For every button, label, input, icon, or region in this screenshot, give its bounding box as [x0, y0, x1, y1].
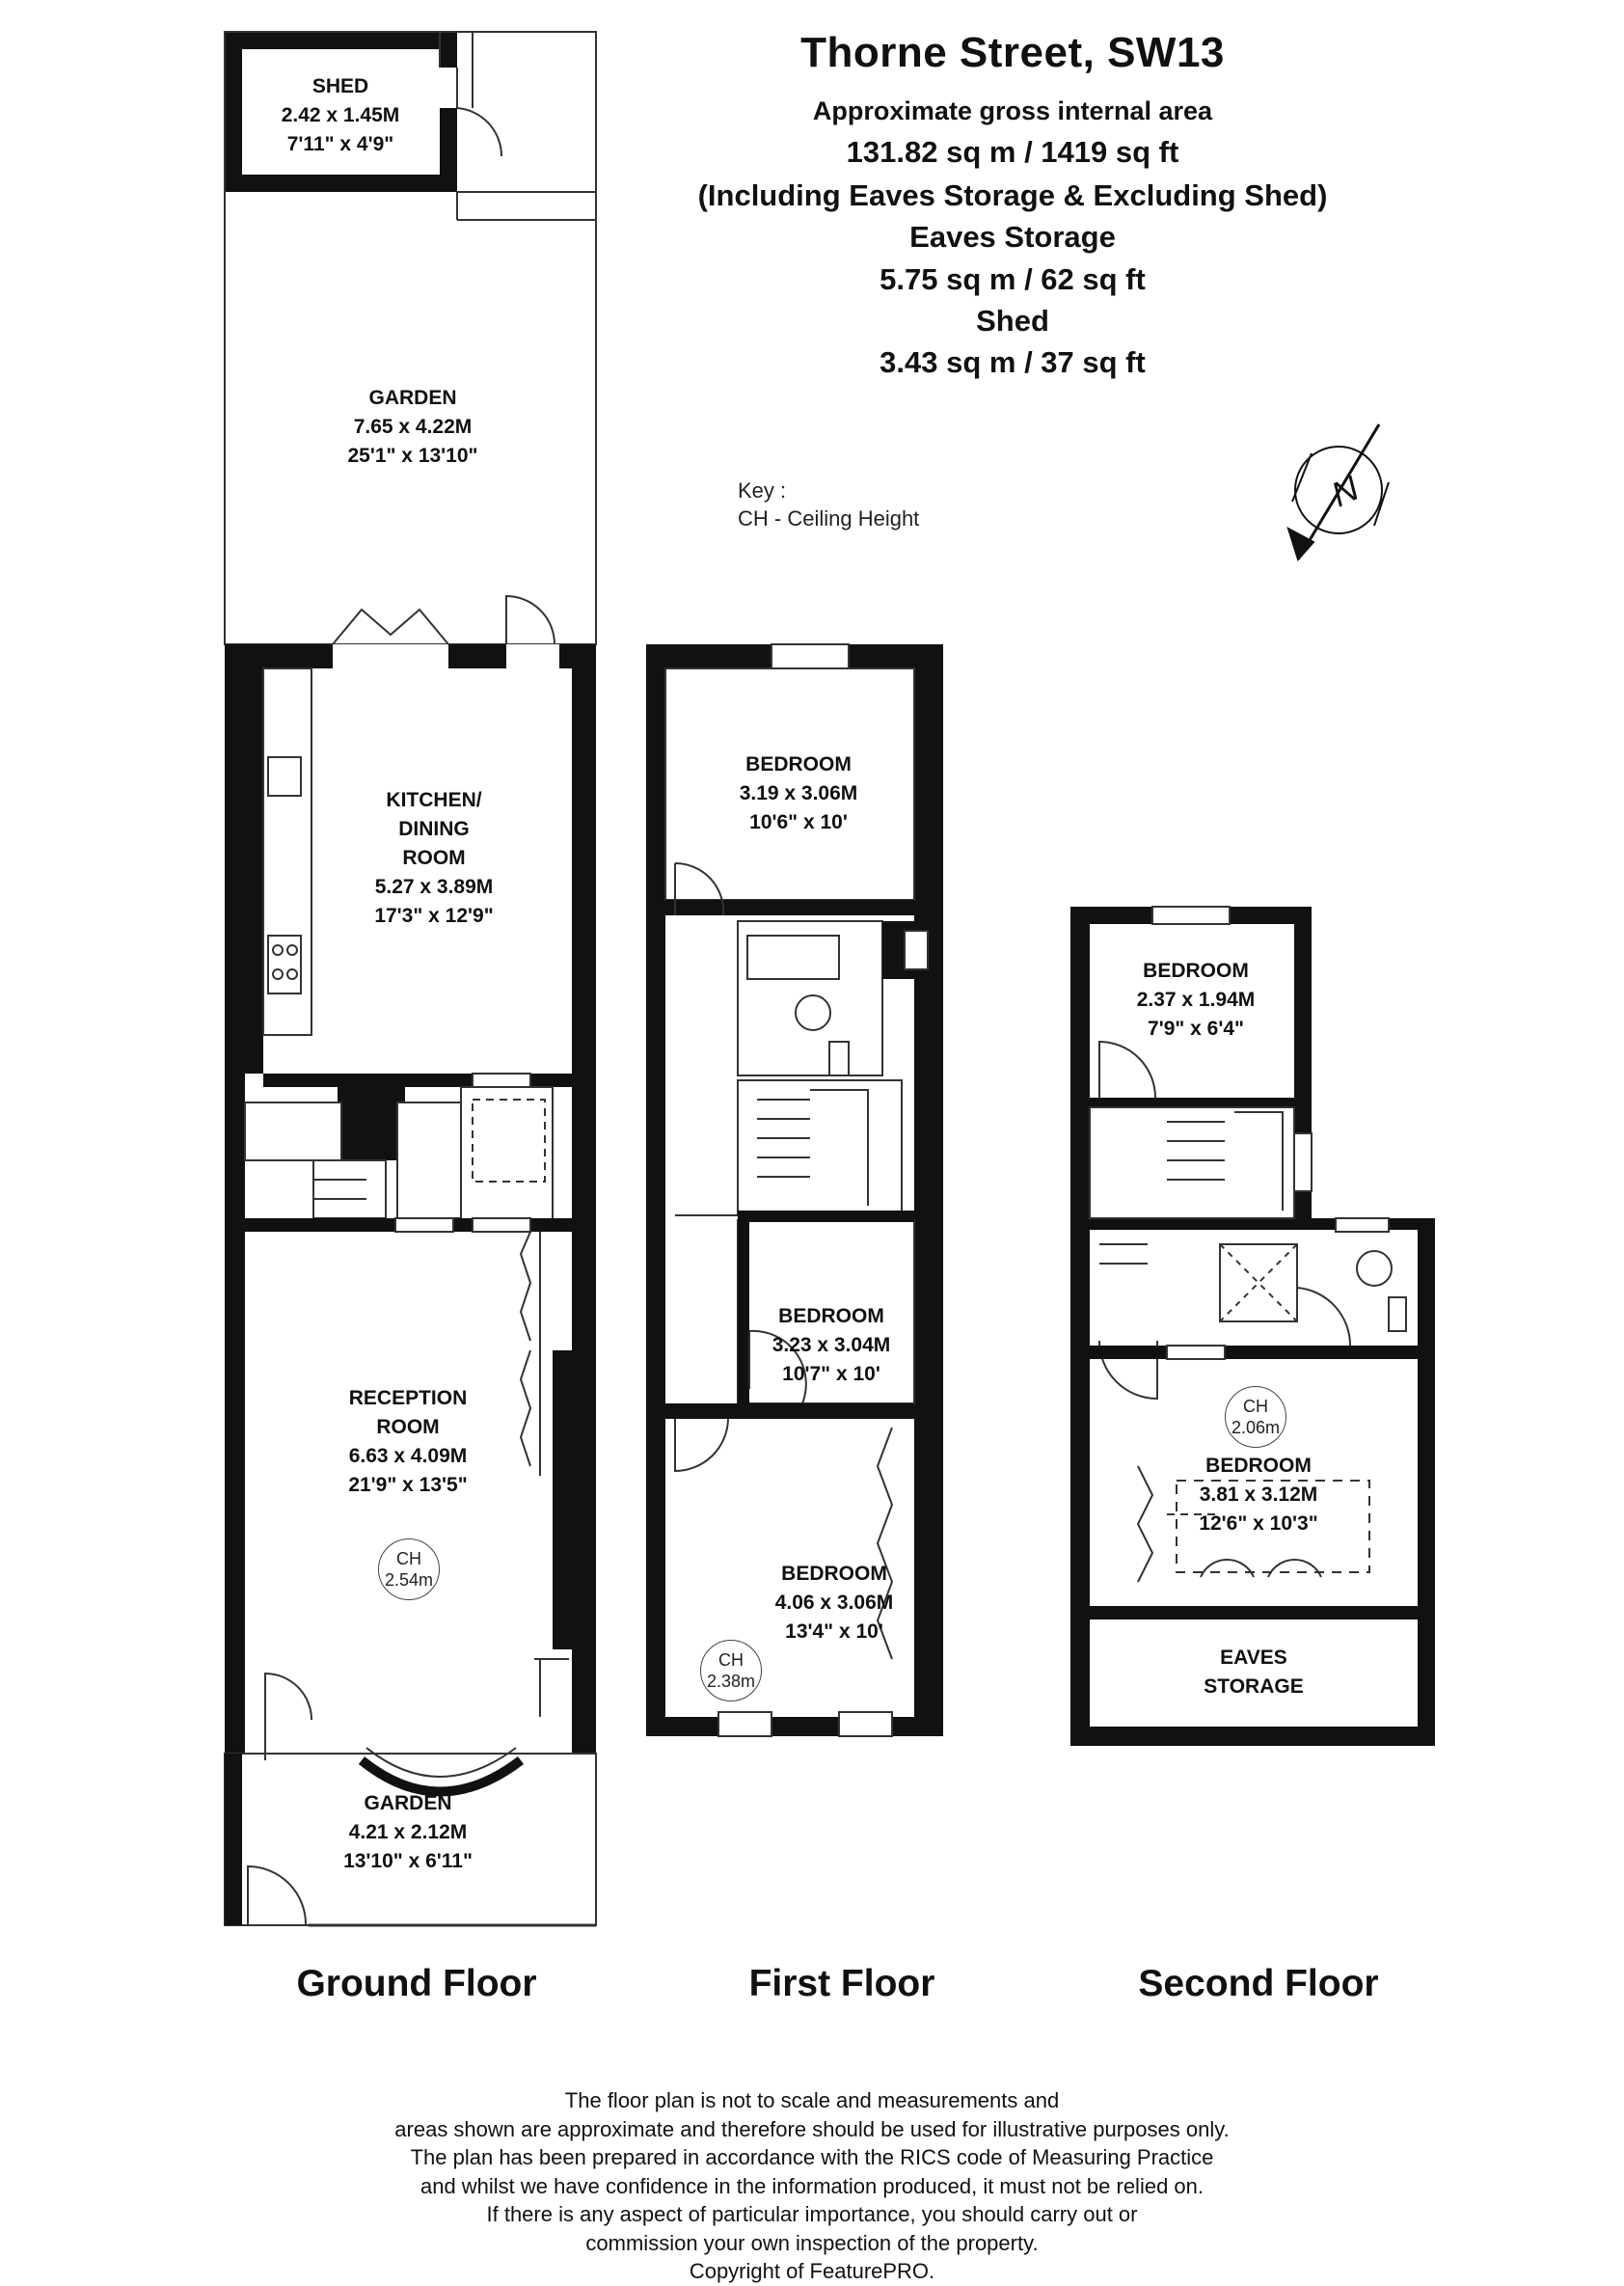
first-middle-bedroom-label: BEDROOM 3.23 x 3.04M 10'7" x 10': [771, 1305, 891, 1385]
shed-name: SHED: [311, 75, 369, 97]
compass-rose: [1286, 423, 1390, 561]
total-area: 131.82 sq m / 1419 sq ft: [846, 135, 1179, 169]
rear-garden-name: GARDEN: [368, 387, 457, 409]
eaves-area: 5.75 sq m / 62 sq ft: [880, 262, 1146, 296]
eaves-label: Eaves Storage: [909, 220, 1116, 254]
rear-garden-imperial: 25'1" x 13'10": [347, 445, 478, 467]
reception-imperial: 21'9" x 13'5": [348, 1474, 468, 1496]
front-garden-name: GARDEN: [364, 1792, 452, 1814]
front-garden-label: GARDEN 4.21 x 2.12M 13'10" x 6'11": [311, 1789, 504, 1876]
second-floor-plan: [1070, 906, 1435, 1746]
shed-area: 3.43 sq m / 37 sq ft: [880, 345, 1146, 379]
first-floor-label: First Floor: [748, 1963, 935, 2004]
shed-label: Shed: [976, 304, 1049, 338]
kitchen-name-1: KITCHEN/: [386, 789, 482, 811]
first-front-ceiling-height: CH 2.38m: [700, 1640, 762, 1701]
shed-imperial: 7'11" x 4'9": [286, 133, 394, 155]
kitchen-label: KITCHEN/ DINING ROOM 5.27 x 3.89M 17'3" …: [338, 786, 530, 931]
shed-label-block: SHED 2.42 x 1.45M 7'11" x 4'9": [244, 72, 437, 159]
key-title: Key :: [738, 478, 787, 503]
kitchen-imperial: 17'3" x 12'9": [374, 905, 494, 927]
shed-walls: [225, 32, 503, 192]
second-floor-label: Second Floor: [1138, 1963, 1379, 2004]
first-front-bedroom-label: BEDROOM 4.06 x 3.06M 13'4" x 10': [774, 1563, 894, 1643]
front-garden-metric: 4.21 x 2.12M: [348, 1821, 468, 1843]
property-title: Thorne Street, SW13: [800, 29, 1225, 76]
front-garden-imperial: 13'10" x 6'11": [343, 1850, 473, 1872]
inclusion-note: (Including Eaves Storage & Excluding She…: [697, 178, 1328, 212]
ground-floor-plan: [224, 31, 597, 1927]
reception-ceiling-height: CH 2.54m: [378, 1538, 440, 1600]
reception-metric: 6.63 x 4.09M: [348, 1445, 468, 1467]
area-label: Approximate gross internal area: [812, 96, 1213, 125]
reception-label: RECEPTION ROOM 6.63 x 4.09M 21'9" x 13'5…: [311, 1384, 504, 1500]
second-bedroom-ceiling-height: CH 2.06m: [1225, 1386, 1286, 1448]
disclaimer: The floor plan is not to scale and measu…: [330, 2086, 1294, 2286]
rear-garden-label: GARDEN 7.65 x 4.22M 25'1" x 13'10": [316, 384, 509, 471]
compass-letter: N: [1325, 468, 1366, 515]
second-main-bedroom-label: BEDROOM 3.81 x 3.12M 12'6" x 10'3": [1199, 1455, 1318, 1535]
kitchen-name-3: ROOM: [402, 847, 466, 869]
first-rear-bedroom-label: BEDROOM 3.19 x 3.06M 10'6" x 10': [739, 753, 858, 833]
reception-name-1: RECEPTION: [348, 1387, 468, 1409]
key-ch: CH - Ceiling Height: [738, 506, 920, 531]
eaves-storage-label: EAVES STORAGE: [1204, 1646, 1304, 1698]
shed-metric: 2.42 x 1.45M: [281, 104, 400, 126]
kitchen-name-2: DINING: [398, 818, 470, 840]
second-small-bedroom-label: BEDROOM 2.37 x 1.94M 7'9" x 6'4": [1136, 960, 1256, 1040]
copyright: Copyright of FeaturePRO.: [689, 2259, 935, 2283]
kitchen-metric: 5.27 x 3.89M: [374, 876, 494, 898]
first-floor-plan: [646, 643, 943, 1737]
reception-name-2: ROOM: [376, 1416, 440, 1438]
rear-garden-metric: 7.65 x 4.22M: [353, 416, 473, 438]
ground-floor-label: Ground Floor: [296, 1963, 537, 2004]
